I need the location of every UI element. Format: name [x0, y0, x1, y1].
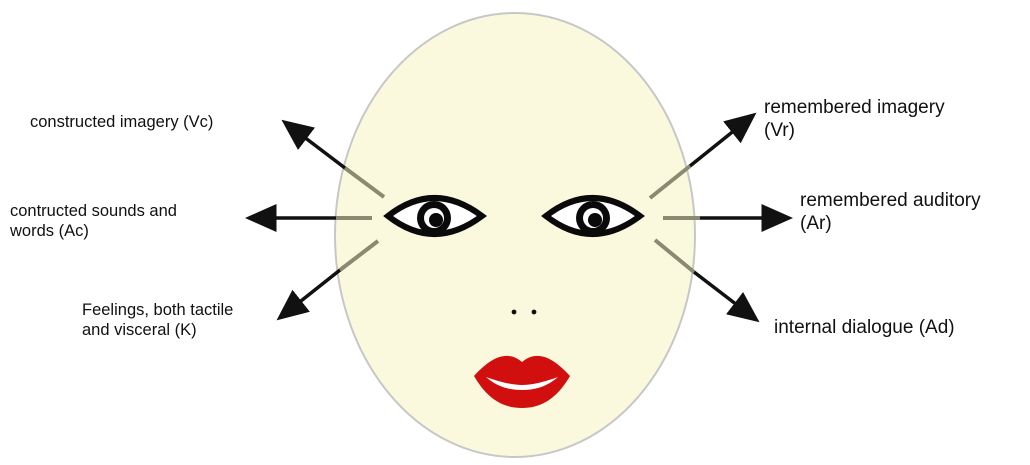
label-constructed-imagery: constructed imagery (Vc)	[30, 113, 213, 133]
label-constructed-sounds: contructed sounds and words (Ac)	[10, 202, 177, 242]
nostril-right	[532, 310, 537, 315]
nostril-left	[512, 310, 517, 315]
label-remembered-auditory: remembered auditory (Ar)	[800, 190, 981, 236]
label-remembered-imagery: remembered imagery (Vr)	[764, 97, 945, 143]
label-feelings: Feelings, both tactile and visceral (K)	[82, 301, 233, 341]
label-internal-dialogue: internal dialogue (Ad)	[774, 317, 955, 340]
